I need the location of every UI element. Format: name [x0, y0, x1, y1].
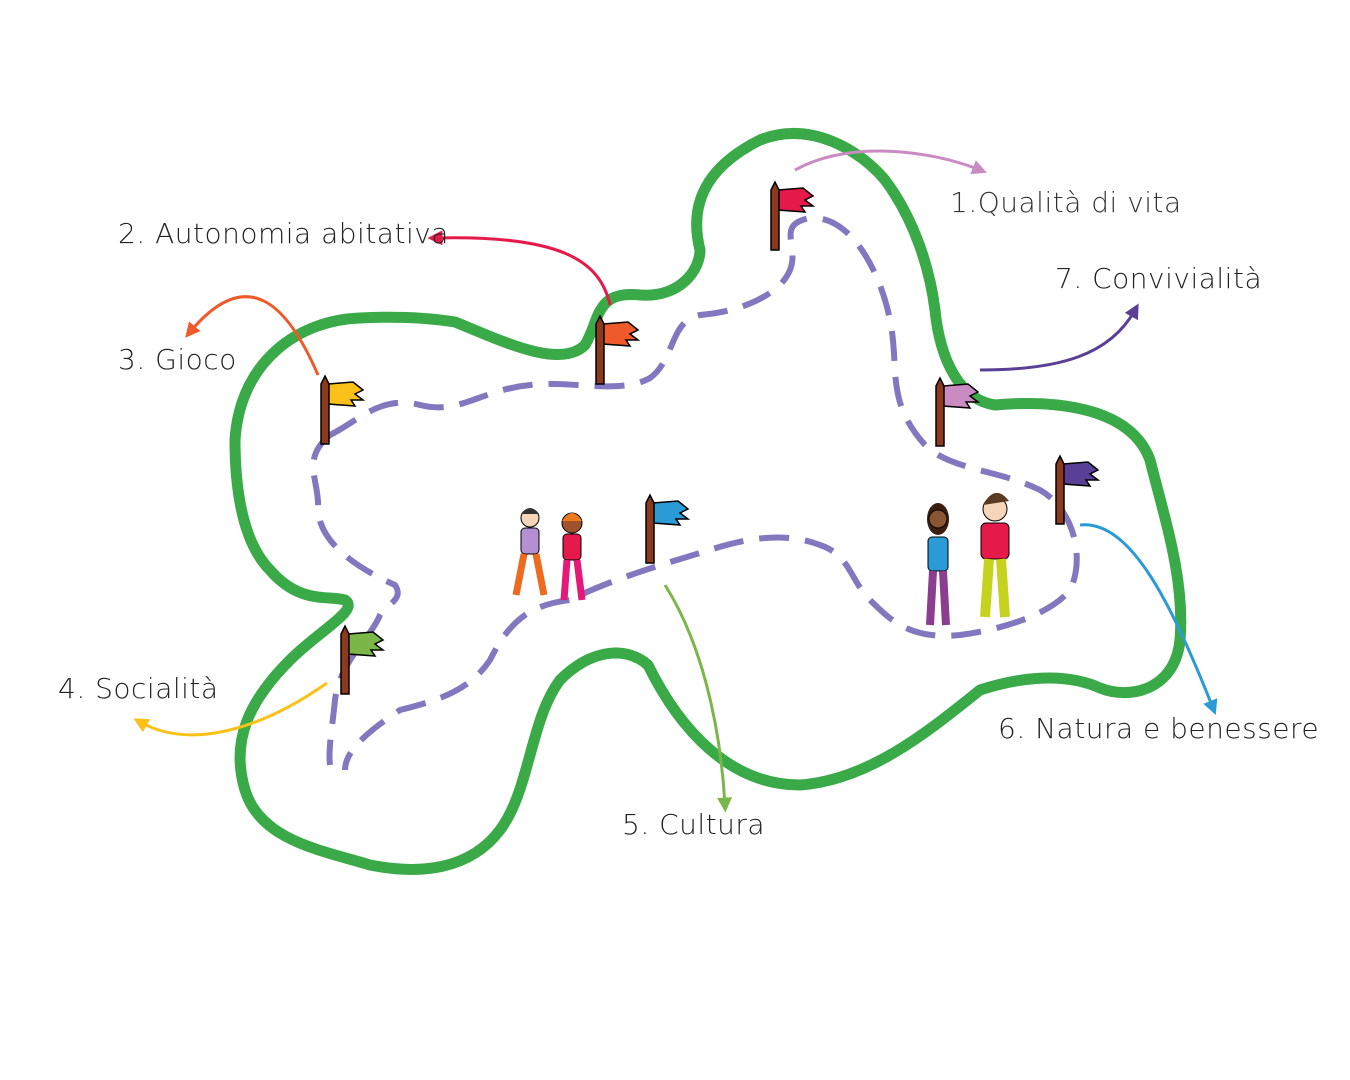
- arrow-6: [1079, 523, 1218, 715]
- arrow-7: [979, 303, 1139, 372]
- area-outline: [229, 128, 1187, 875]
- dashed-trail: [328, 214, 1080, 771]
- flag-q6: [645, 493, 691, 564]
- label-natura-e-benessere: 6. Natura e benessere: [998, 712, 1320, 745]
- arrow-5: [663, 584, 733, 813]
- flag-q7: [1055, 454, 1101, 525]
- flag-q1: [935, 376, 981, 447]
- arrow-4: [133, 681, 328, 737]
- label-autonomia-abitativa: 2. Autonomia abitativa: [118, 217, 449, 250]
- walker-2: [560, 512, 586, 601]
- label-convivialita: 7. Convivialità: [1055, 262, 1263, 295]
- arrow-1: [794, 149, 987, 175]
- flag-q5: [340, 624, 386, 695]
- flag-q3: [595, 314, 641, 385]
- walker-3: [926, 503, 950, 626]
- flag-q2: [770, 180, 816, 251]
- label-gioco: 3. Gioco: [118, 343, 237, 376]
- arrow-3: [185, 295, 320, 376]
- walker-4: [980, 492, 1010, 618]
- walker-1: [512, 508, 548, 596]
- label-socialita: 4. Socialità: [58, 672, 219, 705]
- arrow-2: [427, 230, 612, 306]
- dashed-trail-branch: [310, 432, 401, 766]
- label-cultura: 5. Cultura: [622, 808, 766, 841]
- flag-q4: [320, 374, 366, 445]
- label-qualita-di-vita: 1.Qualità di vita: [950, 186, 1182, 219]
